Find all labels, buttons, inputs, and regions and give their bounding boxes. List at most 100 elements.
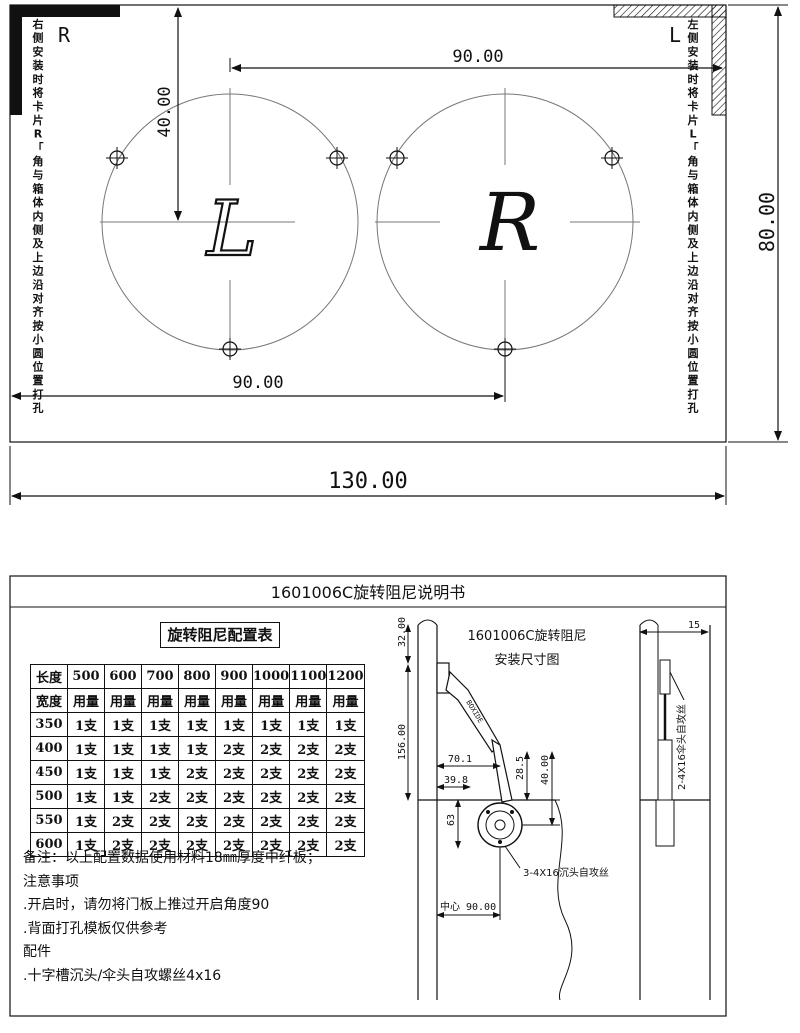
table-cell: 1支 xyxy=(104,784,142,809)
usage-header: 用量 xyxy=(251,688,291,713)
table-title: 旋转阻尼配置表 xyxy=(160,622,280,648)
right-corner-marker xyxy=(10,5,22,115)
table-cell: 1支 xyxy=(67,832,105,857)
usage-header: 用量 xyxy=(104,688,142,713)
side-dim: 15 xyxy=(688,620,700,631)
table-cell: 2支 xyxy=(215,784,253,809)
script-letter-r: R xyxy=(478,176,540,269)
table-cell: 2支 xyxy=(141,832,179,857)
table-cell: 2支 xyxy=(326,760,365,785)
drill-hole xyxy=(106,147,128,169)
table-cell: 1支 xyxy=(104,736,142,761)
center-label: 中心 xyxy=(440,900,460,913)
usage-header: 用量 xyxy=(215,688,253,713)
table-subheader-row: 宽度 用量 用量 用量 用量 用量 用量 用量 用量 xyxy=(30,688,365,713)
label-r: R xyxy=(58,23,71,47)
note-caution-1: .开启时，请勿将门板上推过开启角度90 xyxy=(23,897,270,913)
header-width: 宽度 xyxy=(30,688,68,713)
usage-header: 用量 xyxy=(141,688,179,713)
table-cell: 2支 xyxy=(104,808,142,833)
row-width: 400 xyxy=(30,736,68,761)
table-cell: 2支 xyxy=(251,808,291,833)
installation-drawing: 1601006C旋转阻尼 安装尺寸图 BOXIDE 32.00 156.00 7… xyxy=(397,617,711,1001)
table-cell: 2支 xyxy=(289,784,328,809)
note-accessory-1: .十字槽沉头/伞头自攻螺丝4x16 xyxy=(23,967,222,984)
drill-hole xyxy=(386,147,408,169)
config-table: 长度 500 600 700 800 900 1000 1100 1200 宽度… xyxy=(30,664,365,857)
table-cell: 1支 xyxy=(289,712,328,737)
drill-hole xyxy=(601,147,623,169)
screw-note: 3-4X16沉头自攻丝 xyxy=(523,866,609,879)
table-cell: 2支 xyxy=(251,736,291,761)
center-dim: 90.00 xyxy=(466,902,496,913)
dim-vertical: 40.00 xyxy=(155,86,175,137)
table-cell: 2支 xyxy=(251,832,291,857)
template-border xyxy=(9,4,727,443)
table-cell: 2支 xyxy=(215,808,253,833)
drawing-title-2: 安装尺寸图 xyxy=(494,653,559,668)
table-cell: 2支 xyxy=(215,832,253,857)
dim-156: 156.00 xyxy=(397,724,408,760)
table-cell: 1支 xyxy=(67,808,105,833)
length-header: 1000 xyxy=(251,664,291,689)
dim-63: 63 xyxy=(446,814,457,826)
length-header: 700 xyxy=(141,664,179,689)
table-cell: 2支 xyxy=(289,760,328,785)
table-cell: 2支 xyxy=(178,808,216,833)
table-cell: 2支 xyxy=(251,760,291,785)
table-header-row: 长度 500 600 700 800 900 1000 1100 1200 xyxy=(30,664,365,689)
row-width: 450 xyxy=(30,760,68,785)
table-cell: 1支 xyxy=(141,736,179,761)
sheet-title: 1601006C旋转阻尼说明书 xyxy=(271,583,465,602)
length-header: 1200 xyxy=(326,664,365,689)
dim-28: 28.5 xyxy=(515,756,526,780)
length-header: 600 xyxy=(104,664,142,689)
length-header: 800 xyxy=(178,664,216,689)
table-cell: 2支 xyxy=(141,784,179,809)
table-cell: 2支 xyxy=(326,832,365,857)
drawing-title-1: 1601006C旋转阻尼 xyxy=(468,629,587,644)
label-l: L xyxy=(669,23,681,47)
note-remark: 备注：以上配置数据使用材料18㎜厚度中纤板； xyxy=(23,850,321,866)
dim-39: 39.8 xyxy=(444,775,468,786)
table-cell: 2支 xyxy=(178,760,216,785)
row-width: 350 xyxy=(30,712,68,737)
table-cell: 1支 xyxy=(141,712,179,737)
length-header: 1100 xyxy=(289,664,328,689)
notes: 备注：以上配置数据使用材料18㎜厚度中纤板； 注意事项 .开启时，请勿将门板上推… xyxy=(23,847,321,988)
table-cell: 1支 xyxy=(251,712,291,737)
table-cell: 1支 xyxy=(326,712,365,737)
row-width: 500 xyxy=(30,784,68,809)
length-header: 900 xyxy=(215,664,253,689)
table-cell: 2支 xyxy=(326,736,365,761)
table-cell: 1支 xyxy=(178,712,216,737)
drill-hole xyxy=(219,338,241,360)
usage-header: 用量 xyxy=(67,688,105,713)
drill-hole xyxy=(326,147,348,169)
table-cell: 1支 xyxy=(67,784,105,809)
table-cell: 2支 xyxy=(178,784,216,809)
table-cell: 1支 xyxy=(104,712,142,737)
table-cell: 1支 xyxy=(67,760,105,785)
table-cell: 1支 xyxy=(178,736,216,761)
table-cell: 1支 xyxy=(67,736,105,761)
table-cell: 2支 xyxy=(141,808,179,833)
table-cell: 2支 xyxy=(178,832,216,857)
note-heading-cautions: 注意事项 xyxy=(23,873,79,890)
dim-bottom: 90.00 xyxy=(232,373,283,393)
dim-70: 70.1 xyxy=(448,754,472,765)
usage-header: 用量 xyxy=(178,688,216,713)
table-cell: 2支 xyxy=(289,808,328,833)
table-cell: 1支 xyxy=(141,760,179,785)
table-cell: 1支 xyxy=(104,760,142,785)
table-cell: 2支 xyxy=(326,784,365,809)
table-cell: 1支 xyxy=(215,712,253,737)
header-length: 长度 xyxy=(30,664,68,689)
note-caution-2: .背面打孔模板仅供参考 xyxy=(23,920,168,937)
